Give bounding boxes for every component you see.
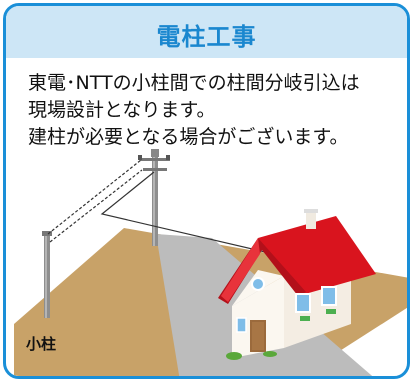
card-title: 電柱工事 <box>156 23 257 51</box>
utility-pole <box>138 149 170 246</box>
wires <box>47 159 275 255</box>
pole-label: 小柱 <box>26 335 57 353</box>
house <box>218 209 376 360</box>
construction-card: 電柱工事 東電･NTTの小柱間での柱間分岐引込は 現場設計となります。 建柱が必… <box>3 3 410 379</box>
utility-pole-illustration <box>14 149 407 376</box>
small-pole <box>42 231 52 318</box>
description-line: 東電･NTTの小柱間での柱間分岐引込は <box>28 72 360 94</box>
description: 東電･NTTの小柱間での柱間分岐引込は 現場設計となります。 建柱が必要となる場… <box>28 70 407 151</box>
description-line: 現場設計となります。 <box>28 99 216 121</box>
description-line: 建柱が必要となる場合がございます。 <box>28 126 349 148</box>
card-header: 電柱工事 <box>6 6 407 58</box>
